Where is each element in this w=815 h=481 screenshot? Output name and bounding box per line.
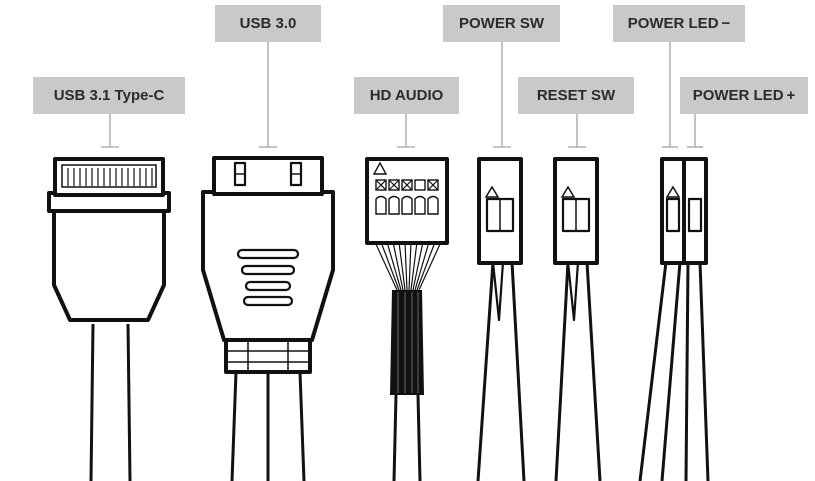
label-usb30: USB 3.0 <box>215 5 321 42</box>
label-power-led-minus: POWER LED − <box>613 5 745 42</box>
leader-lines <box>101 42 703 148</box>
label-hd-audio: HD AUDIO <box>354 77 459 114</box>
label-power-led-plus: POWER LED + <box>680 77 808 114</box>
reset-sw-connector <box>553 157 602 481</box>
power-led-connectors <box>638 157 710 481</box>
power-sw-connector <box>476 157 526 481</box>
label-usb31-type-c: USB 3.1 Type-C <box>33 77 185 114</box>
label-reset-sw: RESET SW <box>518 77 634 114</box>
label-power-sw: POWER SW <box>443 5 560 42</box>
hd-audio-connector <box>365 157 449 481</box>
usb31-type-c-connector <box>47 157 171 481</box>
usb30-connector <box>201 156 335 481</box>
